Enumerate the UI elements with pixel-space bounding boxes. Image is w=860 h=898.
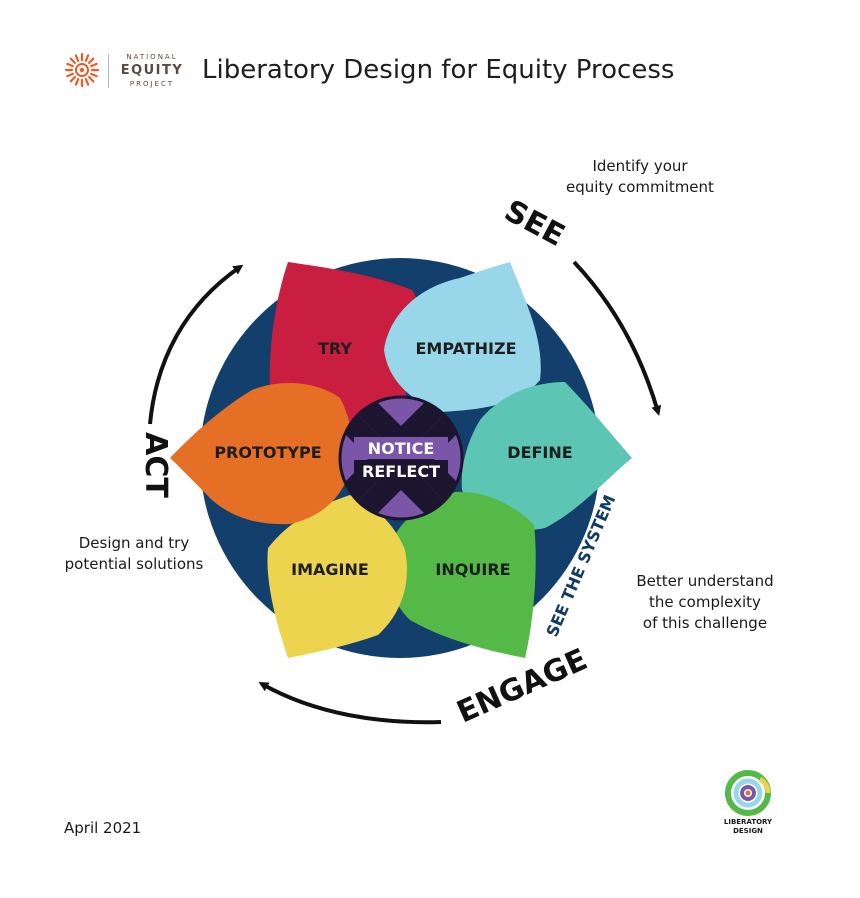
national-equity-project-logo: NATIONAL EQUITY PROJECT xyxy=(64,52,190,92)
publication-date: April 2021 xyxy=(64,819,142,837)
engage-cycle-arrow xyxy=(258,682,442,725)
see-cycle-arrow xyxy=(572,260,662,416)
petal-label-prototype: PROTOTYPE xyxy=(214,443,321,462)
center-label-reflect: REFLECT xyxy=(362,462,440,481)
liberatory-design-swirl-icon xyxy=(725,770,771,816)
act-description-line-1: Design and try xyxy=(78,534,190,552)
see-description-line-1: Identify your xyxy=(592,157,688,175)
petal-label-inquire: INQUIRE xyxy=(435,560,510,579)
petal-label-empathize: EMPATHIZE xyxy=(415,339,516,358)
logo-line-equity: EQUITY xyxy=(120,63,184,78)
act-description-line-2: potential solutions xyxy=(64,555,204,573)
page-title: Liberatory Design for Equity Process xyxy=(202,55,675,85)
logo-divider xyxy=(108,54,109,88)
center-emblem: NOTICE REFLECT xyxy=(338,395,464,521)
petal-label-imagine: IMAGINE xyxy=(291,560,369,579)
petal-inquire[interactable] xyxy=(388,491,536,658)
stage-label-see: SEE xyxy=(499,193,571,253)
petal-label-define: DEFINE xyxy=(507,443,572,462)
liberatory-design-badge: LIBERATORY DESIGN xyxy=(716,768,780,848)
sun-icon xyxy=(64,52,100,88)
petal-define[interactable] xyxy=(461,382,632,531)
see-description-line-2: equity commitment xyxy=(566,178,714,196)
engage-description-line-1: Better understand xyxy=(636,572,774,590)
stage-label-act: ACT xyxy=(138,432,173,498)
petal-label-try: TRY xyxy=(318,339,352,358)
center-label-notice: NOTICE xyxy=(368,439,435,458)
act-cycle-arrow xyxy=(148,264,244,425)
see-description: Identify your equity commitment xyxy=(560,156,720,198)
header: NATIONAL EQUITY PROJECT Liberatory Desig… xyxy=(64,50,764,94)
badge-line-design: DESIGN xyxy=(733,827,763,835)
engage-description: Better understand the complexity of this… xyxy=(620,571,790,634)
petal-empathize[interactable] xyxy=(384,262,541,412)
petal-prototype[interactable] xyxy=(170,383,353,525)
liberatory-design-badge-text: LIBERATORY DESIGN xyxy=(716,818,780,836)
logo-line-project: PROJECT xyxy=(129,80,175,88)
engage-description-line-3: of this challenge xyxy=(642,614,768,632)
badge-line-liberatory: LIBERATORY xyxy=(723,818,773,826)
engage-description-line-2: the complexity xyxy=(649,593,761,611)
act-description: Design and try potential solutions xyxy=(54,533,214,575)
logo-line-national: NATIONAL xyxy=(126,53,178,61)
petal-imagine[interactable] xyxy=(267,495,407,658)
logo-wordmark: NATIONAL EQUITY PROJECT xyxy=(116,52,188,89)
